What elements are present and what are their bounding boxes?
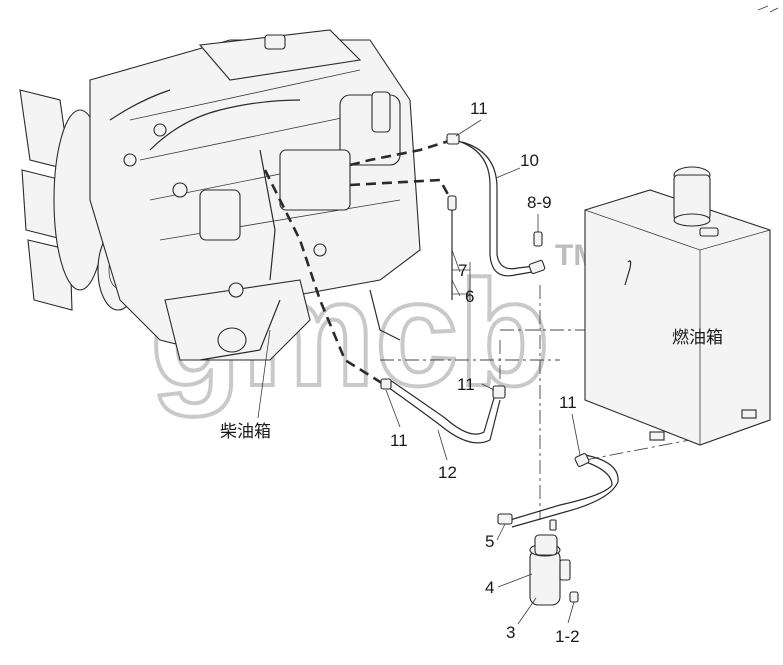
fuel-tank: 燃油箱: [584, 166, 771, 446]
fuel-filter: [529, 519, 579, 606]
hose-12: [380, 378, 506, 444]
connector-8-9: [533, 214, 543, 247]
callout-11-bottom: 11: [390, 431, 408, 450]
return-lines: [263, 138, 453, 387]
callout-7: 7: [458, 261, 467, 280]
callout-8-9: 8-9: [527, 193, 552, 212]
corner-mark: [757, 5, 779, 13]
hose-10: [454, 139, 546, 277]
callout-3: 3: [506, 623, 515, 642]
callout-10: 10: [520, 151, 539, 170]
callout-11-right: 11: [559, 393, 577, 412]
callout-1-2: 1-2: [555, 627, 580, 646]
leader-lines: [257, 119, 581, 625]
callout-11-mid: 11: [457, 375, 475, 394]
bolt-7-6: [447, 195, 471, 300]
callout-5: 5: [485, 532, 494, 551]
fuel-tank-label: 燃油箱: [672, 328, 723, 348]
callouts: 11 10 8-9 7 6 11 11 11 12 5 4 3 1-2 柴油箱: [220, 99, 580, 646]
callout-12: 12: [438, 463, 457, 482]
engine-assembly: [19, 29, 421, 361]
callout-11-top: 11: [470, 99, 488, 118]
callout-6: 6: [465, 287, 474, 306]
callout-4: 4: [485, 578, 494, 597]
hose-to-filter: [497, 453, 619, 528]
diesel-tank-label: 柴油箱: [220, 422, 271, 442]
fitting-11-top: [446, 133, 460, 145]
